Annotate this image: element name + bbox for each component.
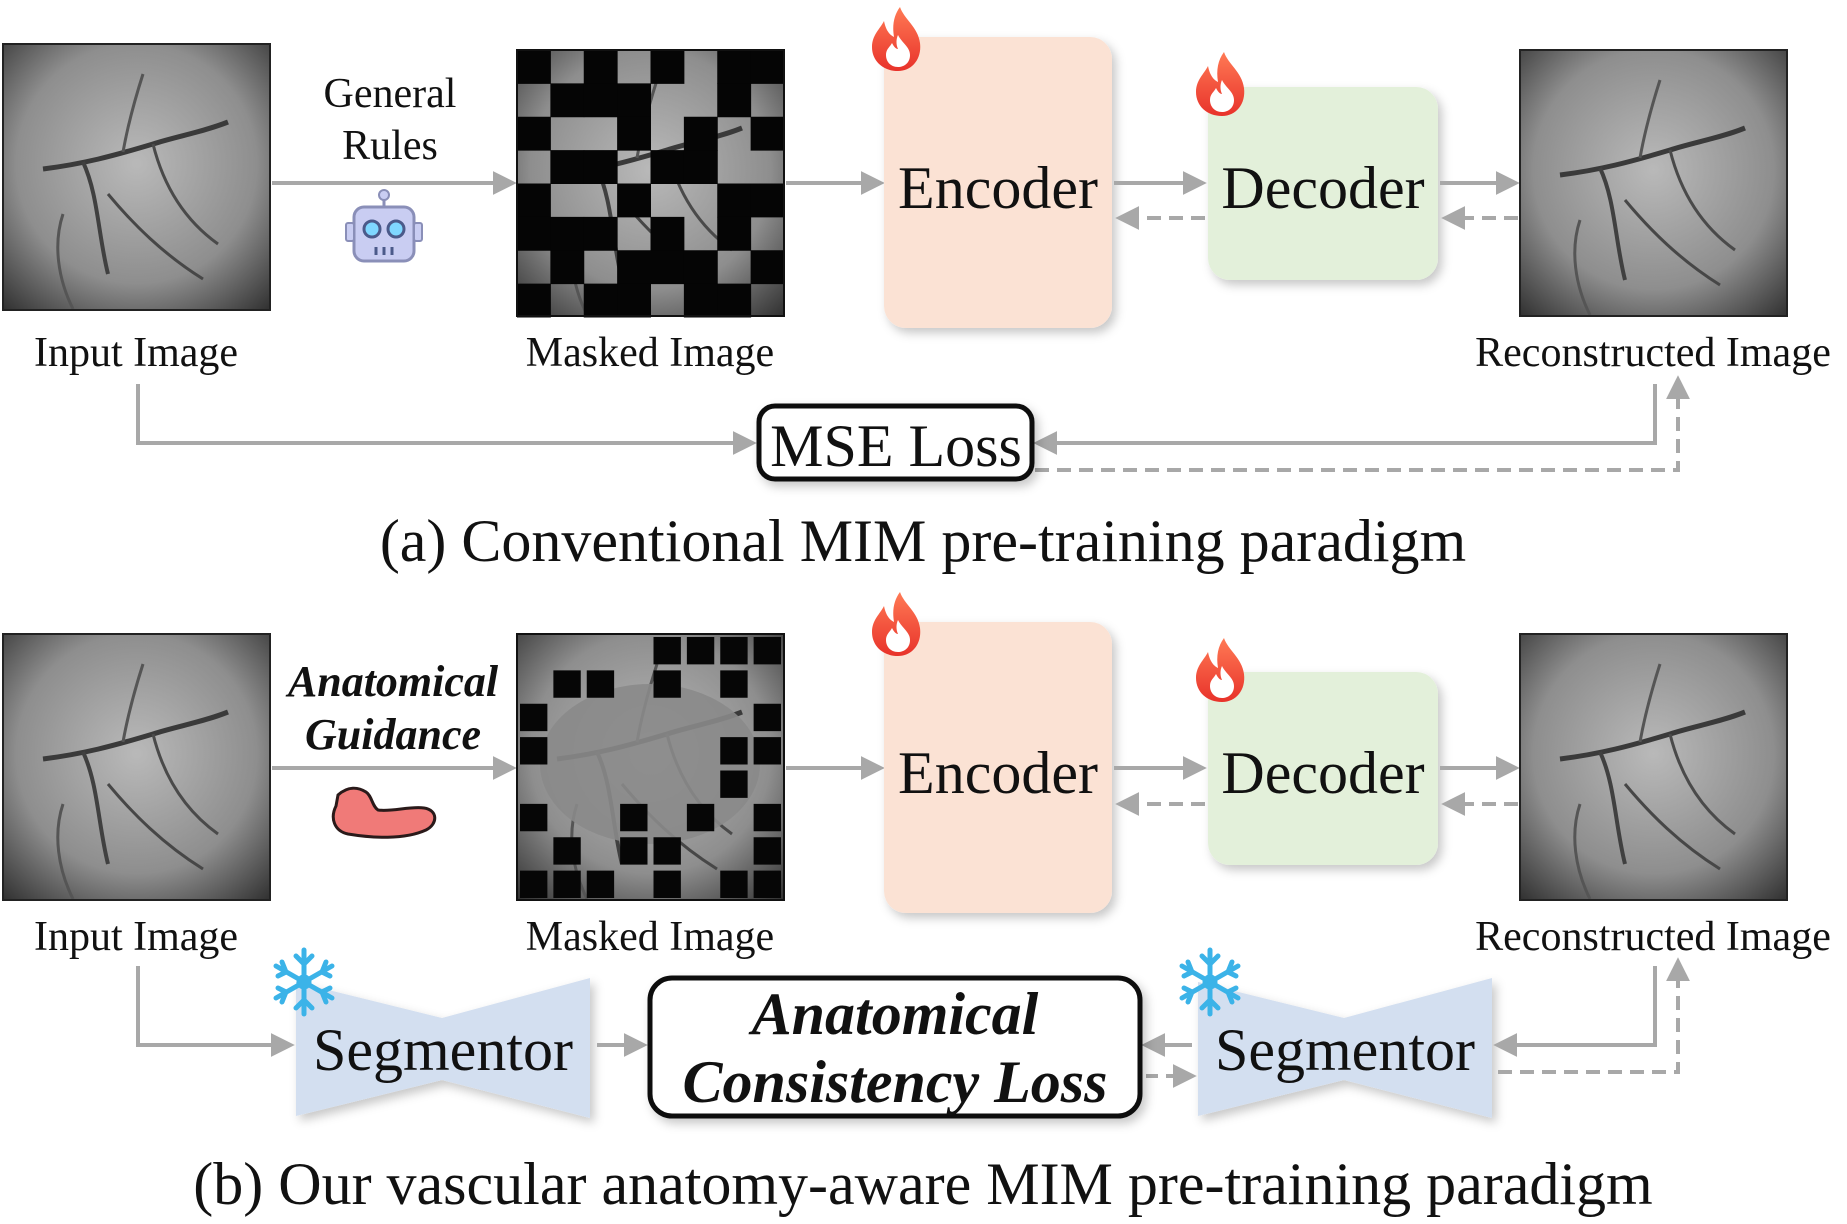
- vessel-mask-icon: [331, 786, 437, 839]
- decoder-label-a: Decoder: [1221, 155, 1424, 221]
- segmentor-block-right: [1198, 978, 1492, 1118]
- masked-image-a: [516, 49, 785, 318]
- rules-label-line2: Rules: [342, 123, 438, 169]
- caption-b: (b) Our vascular anatomy-aware MIM pre-t…: [193, 1151, 1652, 1217]
- flame-icon-decoder-b: [1196, 638, 1245, 702]
- mse-loss-box: [756, 403, 1035, 482]
- panel-a: Input Image General Rules Masked Image E…: [2, 7, 1831, 574]
- flame-icon-decoder-a: [1196, 52, 1245, 116]
- rules-label-line1: General: [324, 71, 457, 117]
- masked-image-label-a: Masked Image: [526, 330, 774, 376]
- consistency-loss-line1: Anatomical: [748, 981, 1039, 1047]
- caption-a: (a) Conventional MIM pre-training paradi…: [380, 508, 1466, 574]
- arrow-recon-to-segmentor-b: [1493, 966, 1657, 1057]
- decoder-block-a: [1208, 87, 1438, 280]
- input-image-label-a: Input Image: [34, 330, 238, 376]
- arrow-input-to-segmentor-b: [136, 966, 295, 1057]
- decoder-block-b: [1208, 672, 1438, 865]
- masked-image-b: [516, 633, 785, 900]
- segmentor-label-left: Segmentor: [313, 1017, 573, 1083]
- input-image-label-b: Input Image: [34, 914, 238, 960]
- consistency-loss-line2: Consistency Loss: [682, 1049, 1107, 1115]
- reconstructed-image-a: [1519, 49, 1788, 316]
- encoder-block-b: [884, 622, 1112, 913]
- guidance-label-line1: Anatomical: [285, 657, 499, 706]
- input-image-b: [2, 633, 271, 900]
- panel-b: Input Image Anatomical Guidance Masked I…: [2, 592, 1831, 1217]
- segmentor-block-left: [296, 978, 590, 1118]
- encoder-block-a: [884, 37, 1112, 328]
- decoder-label-b: Decoder: [1221, 740, 1424, 806]
- flame-icon-encoder-b: [872, 592, 921, 656]
- grad-arrow-segmentor-to-recon-b: [1498, 957, 1690, 1074]
- mse-loss-label: MSE Loss: [770, 413, 1022, 479]
- encoder-label-b: Encoder: [898, 740, 1098, 806]
- segmentor-label-right: Segmentor: [1215, 1017, 1475, 1083]
- arrow-input-to-loss-a: [136, 384, 757, 455]
- reconstructed-image-label-b: Reconstructed Image: [1475, 914, 1831, 960]
- input-image-a: [2, 43, 271, 310]
- anatomical-consistency-loss-box: [647, 975, 1143, 1119]
- reconstructed-image-b: [1519, 633, 1788, 900]
- flame-icon-encoder-a: [872, 7, 921, 71]
- encoder-label-a: Encoder: [898, 155, 1098, 221]
- arrow-recon-to-loss-a: [1033, 384, 1657, 455]
- reconstructed-image-label-a: Reconstructed Image: [1475, 330, 1831, 376]
- guidance-label-line2: Guidance: [305, 710, 481, 759]
- robot-icon: [345, 189, 423, 263]
- grad-arrow-loss-to-recon-a: [1035, 375, 1690, 472]
- masked-image-label-b: Masked Image: [526, 914, 774, 960]
